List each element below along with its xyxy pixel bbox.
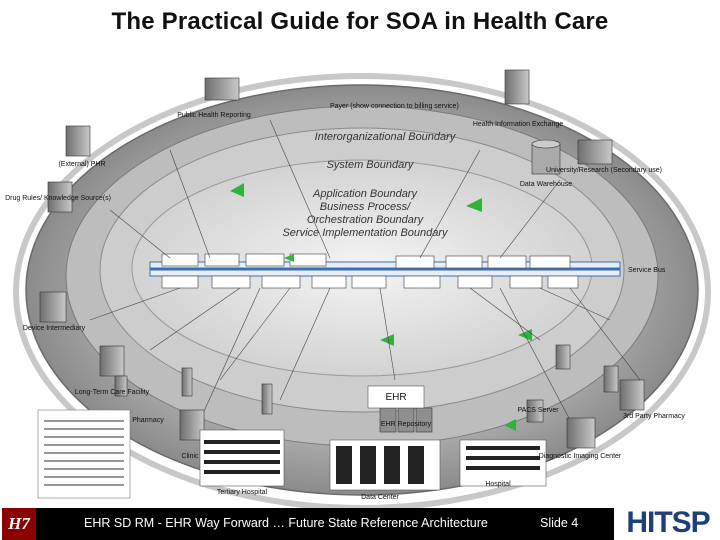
drug-rules-label: Drug Rules/ Knowledge Source(s) [5,195,111,202]
tertiary-hospital-graphic [199,429,285,487]
service-row-bottom [161,275,579,289]
boundary-inter-label: Interorganizational Boundary [315,131,457,143]
ehr-repository-label: EHR Repository [381,421,432,428]
ltc-label: Long-Term Care Facility [75,389,150,396]
hitsp-logo: HITSP [626,506,710,539]
external-phr-label: (External) PHR [58,161,105,168]
footer-text: EHR SD RM - EHR Way Forward … Future Sta… [84,516,488,530]
server-icons [39,69,645,449]
data-center-label: Data Center [361,494,399,501]
ehr-label: EHR [385,392,406,403]
boundary-orchestration-label: Orchestration Boundary [307,214,425,226]
pacs-label: PACS Server [517,407,559,414]
boundary-service-impl-label: Service Implementation Boundary [282,227,449,239]
payer-label: Payer (show connection to billing servic… [330,103,459,110]
pharmacy-label: Pharmacy [132,417,164,424]
data-warehouse-icon [531,139,561,175]
legend-lines [44,420,124,486]
ehr-repository-icon [379,407,433,433]
boundary-application-label: Application Boundary [312,188,418,200]
ehr-box [367,385,425,409]
tertiary-hospital-label: Tertiary Hospital [217,489,268,496]
public-health-label: Public Health Reporting [177,112,251,119]
hospital-label: Hospital [485,481,511,488]
data-warehouse-label: Data Warehouse [520,181,572,188]
connector-lines [89,119,641,421]
diagnostic-imaging-label: Diagnostic Imaging Center [539,453,622,460]
boundary-business-label: Business Process/ [320,201,411,213]
service-row-top [161,253,571,269]
footer-bar [36,508,614,540]
hl7-logo: H7 [2,508,36,540]
hie-label: Health Information Exchange [473,121,563,128]
slide-number: Slide 4 [540,516,579,530]
data-center-graphic [329,439,441,491]
third-party-pharmacy-label: 3rd Party Pharmacy [623,413,685,420]
device-intermediary-label: Device Intermediary [23,325,86,332]
service-bus-label: Service Bus [628,267,666,274]
boundary-system-label: System Boundary [327,159,415,171]
clinic-label: Clinic [181,453,199,460]
page-title: The Practical Guide for SOA in Health Ca… [111,8,609,35]
hospital-graphic [459,439,547,487]
university-label: University/Research (Secondary use) [546,167,662,174]
